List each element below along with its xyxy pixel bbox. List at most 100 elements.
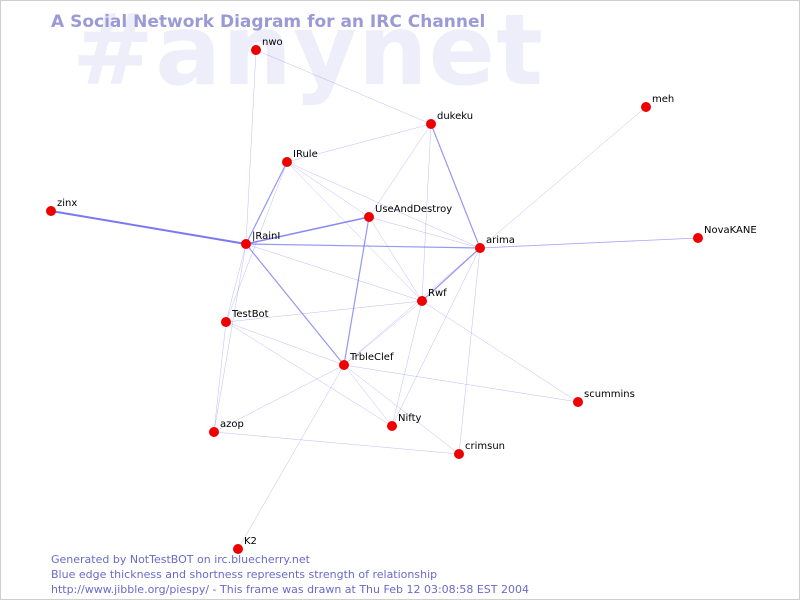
node-label: Nifty xyxy=(398,413,422,424)
edge-dukeku-UseAndDestroy xyxy=(368,123,432,218)
node-arima: arima xyxy=(475,235,515,253)
node-dot xyxy=(387,421,397,431)
node-NovaKANE: NovaKANE xyxy=(693,225,757,243)
node-zinx: zinx xyxy=(46,198,77,216)
node-UseAndDestroy: UseAndDestroy xyxy=(364,204,452,222)
edge-UseAndDestroy-TrbleClef xyxy=(343,216,370,366)
node-label: arima xyxy=(486,235,515,246)
node-dot xyxy=(282,157,292,167)
edge-layer xyxy=(50,49,699,550)
node-dot xyxy=(573,397,583,407)
edge-IRainI-arima xyxy=(245,243,481,249)
footer: Generated by NotTestBOT on irc.bluecherr… xyxy=(51,552,529,597)
edge-arima-crimsun xyxy=(458,247,481,455)
footer-generated-by: Generated by NotTestBOT on irc.bluecherr… xyxy=(51,553,310,566)
edge-dukeku-arima xyxy=(430,123,481,249)
node-TestBot: TestBot xyxy=(221,309,269,327)
node-TrbleClef: TrbleClef xyxy=(339,352,394,370)
edge-IRainI-azop xyxy=(213,243,247,433)
node-label: NovaKANE xyxy=(704,225,757,236)
edge-IRainI-UseAndDestroy xyxy=(245,216,370,245)
node-label: azop xyxy=(220,419,244,430)
node-label: IRule xyxy=(293,149,318,160)
edge-dukeku-Rwf xyxy=(421,123,432,302)
edge-TestBot-TrbleClef xyxy=(225,321,345,366)
node-dot xyxy=(475,243,485,253)
edge-arima-Rwf xyxy=(421,247,481,302)
edge-Rwf-Nifty xyxy=(391,300,423,427)
edge-TrbleClef-Nifty xyxy=(343,364,393,427)
node-label: crimsun xyxy=(465,441,505,452)
node-dot xyxy=(693,233,703,243)
edge-IRainI-TestBot xyxy=(225,243,247,323)
node-label: K2 xyxy=(244,536,257,547)
edge-Rwf-scummins xyxy=(421,300,579,403)
edge-arima-Nifty xyxy=(391,247,481,427)
edge-UseAndDestroy-Rwf xyxy=(368,216,423,302)
node-label: scummins xyxy=(584,389,635,400)
node-label: meh xyxy=(652,94,674,105)
node-dot xyxy=(641,102,651,112)
edge-IRule-dukeku xyxy=(286,123,432,163)
edge-azop-crimsun xyxy=(213,431,460,455)
edge-nwo-IRainI xyxy=(245,49,257,245)
node-meh: meh xyxy=(641,94,674,112)
node-azop: azop xyxy=(209,419,244,437)
edge-IRule-UseAndDestroy xyxy=(286,161,370,218)
node-scummins: scummins xyxy=(573,389,635,407)
node-crimsun: crimsun xyxy=(454,441,505,459)
node-label: UseAndDestroy xyxy=(375,204,452,215)
node-dot xyxy=(426,119,436,129)
edge-nwo-dukeku xyxy=(255,49,432,125)
node-label: dukeku xyxy=(437,111,473,122)
edge-IRule-TestBot xyxy=(225,161,288,323)
edge-Rwf-TrbleClef xyxy=(343,300,423,366)
edge-IRule-arima xyxy=(286,161,481,249)
edge-UseAndDestroy-arima xyxy=(368,216,481,249)
edge-IRainI-TrbleClef xyxy=(245,243,345,366)
node-label: TestBot xyxy=(231,309,269,320)
edge-TrbleClef-crimsun xyxy=(343,364,460,455)
node-dot xyxy=(251,45,261,55)
edge-TrbleClef-azop xyxy=(213,364,345,433)
node-nwo: nwo xyxy=(251,37,283,55)
node-dot xyxy=(209,427,219,437)
node-dot xyxy=(221,317,231,327)
node-label: TrbleClef xyxy=(349,352,394,363)
edge-arima-TrbleClef xyxy=(343,247,481,366)
footer-url-timestamp: http://www.jibble.org/piespy/ - This fra… xyxy=(51,583,530,596)
node-IRule: IRule xyxy=(282,149,318,167)
edge-Rwf-TestBot xyxy=(225,300,423,323)
node-dukeku: dukeku xyxy=(426,111,473,129)
edge-IRule-Rwf xyxy=(286,161,423,302)
edge-TrbleClef-scummins xyxy=(343,364,579,403)
node-Rwf: Rwf xyxy=(417,288,447,306)
node-K2: K2 xyxy=(233,536,257,554)
node-label: |RainI xyxy=(252,231,280,242)
channel-watermark: #anynet xyxy=(72,0,544,108)
node-dot xyxy=(46,206,56,216)
node-label: nwo xyxy=(262,37,283,48)
edge-meh-arima xyxy=(479,106,647,249)
node-dot xyxy=(364,212,374,222)
edge-TestBot-azop xyxy=(213,321,227,433)
node-IRainI: |RainI xyxy=(241,231,280,249)
node-Nifty: Nifty xyxy=(387,413,422,431)
edge-zinx-IRainI xyxy=(50,210,247,245)
node-dot xyxy=(339,360,349,370)
edge-IRainI-IRule xyxy=(245,161,288,245)
diagram-title: A Social Network Diagram for an IRC Chan… xyxy=(51,12,486,32)
node-dot xyxy=(454,449,464,459)
node-dot xyxy=(233,544,243,554)
edge-IRainI-Rwf xyxy=(245,243,423,302)
edge-TrbleClef-K2 xyxy=(237,364,345,550)
node-label: zinx xyxy=(57,198,77,209)
node-dot xyxy=(417,296,427,306)
edge-arima-NovaKANE xyxy=(479,237,699,249)
footer-legend-note: Blue edge thickness and shortness repres… xyxy=(51,568,438,581)
edge-TestBot-Nifty xyxy=(225,321,393,427)
node-label: Rwf xyxy=(428,288,447,299)
